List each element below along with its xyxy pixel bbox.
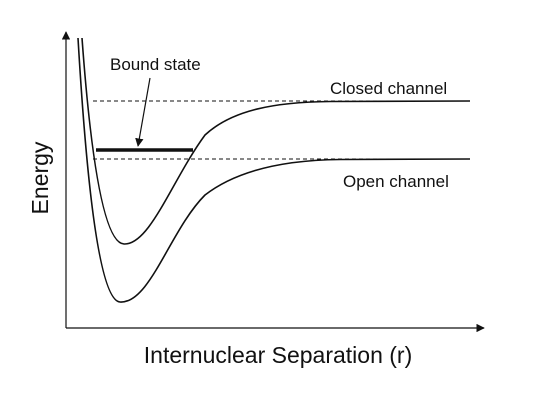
- x-axis-label: Internuclear Separation (r): [144, 342, 412, 368]
- closed-channel-curve: [81, 37, 471, 245]
- open-channel-curve: [77, 37, 471, 303]
- bound-state-label: Bound state: [110, 55, 201, 74]
- y-axis-label: Energy: [27, 141, 53, 214]
- closed-channel-label: Closed channel: [330, 79, 447, 98]
- open-channel-label: Open channel: [343, 172, 449, 191]
- bound-state-arrow: [135, 77, 151, 147]
